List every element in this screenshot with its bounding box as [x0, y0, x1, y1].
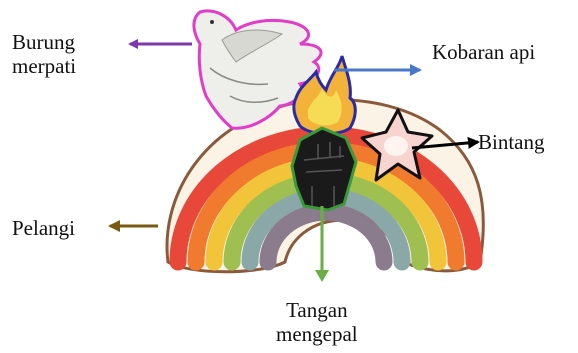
label-flame: Kobaran api	[432, 40, 535, 64]
fist	[292, 128, 356, 210]
label-rainbow: Pelangi	[12, 216, 75, 240]
label-star: Bintang	[478, 130, 545, 154]
label-fist: Tangan mengepal	[276, 298, 358, 346]
fist-arrowhead	[315, 270, 329, 282]
label-fist-line1: Tangan	[276, 298, 358, 322]
dove-eye	[210, 20, 214, 24]
fist-badge	[292, 128, 356, 210]
label-dove-line2: merpati	[12, 54, 76, 78]
label-dove-line1: Burung	[12, 30, 76, 54]
star-highlight	[384, 136, 408, 156]
label-dove: Burung merpati	[12, 30, 76, 78]
label-fist-line2: mengepal	[276, 322, 358, 346]
